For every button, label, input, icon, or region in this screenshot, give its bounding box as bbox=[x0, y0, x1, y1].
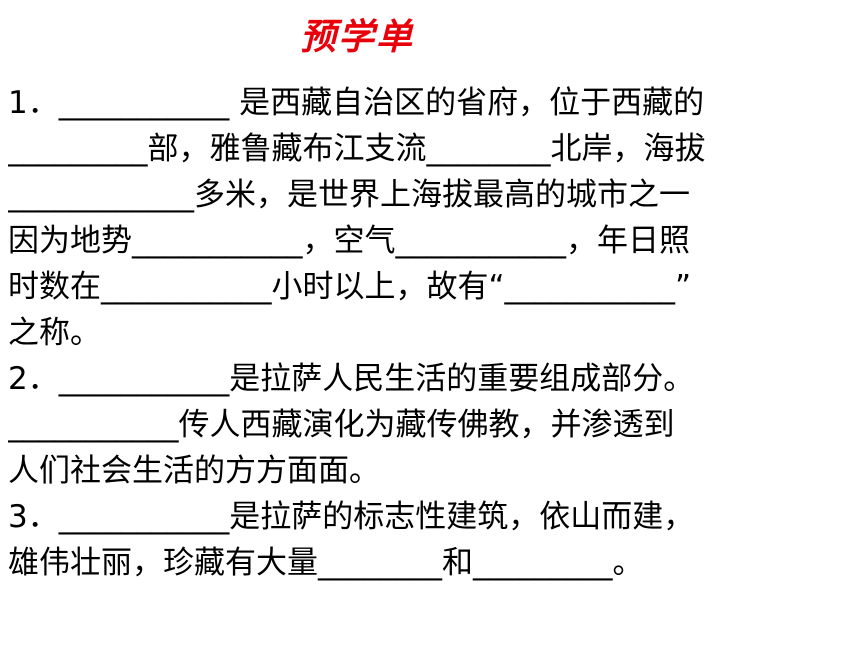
worksheet-line: ___________传人西藏演化为藏传佛教，并渗透到 bbox=[8, 407, 675, 443]
worksheet-line: 3．___________是拉萨的标志性建筑，依山而建， bbox=[8, 499, 695, 535]
page-title: 预学单 bbox=[300, 17, 415, 58]
worksheet-line: 雄伟壮丽，珍藏有大量________和_________。 bbox=[8, 545, 644, 581]
worksheet-line: 之称。 bbox=[8, 315, 101, 351]
worksheet-body: 1．___________ 是西藏自治区的省府，位于西藏的 _________部… bbox=[8, 80, 860, 586]
worksheet-line: 时数在___________小时以上，故有“___________” bbox=[8, 269, 692, 305]
worksheet-line: _________部，雅鲁藏布江支流________北岸，海拔 bbox=[8, 131, 706, 167]
worksheet-line: 因为地势___________，空气___________，年日照 bbox=[8, 223, 690, 259]
worksheet-line: 2．___________是拉萨人民生活的重要组成部分。 bbox=[8, 361, 695, 397]
worksheet-line: 1．___________ 是西藏自治区的省府，位于西藏的 bbox=[8, 85, 705, 121]
worksheet-line: 人们社会生活的方方面面。 bbox=[8, 453, 380, 489]
worksheet-line: ____________多米，是世界上海拔最高的城市之一 bbox=[8, 177, 690, 213]
